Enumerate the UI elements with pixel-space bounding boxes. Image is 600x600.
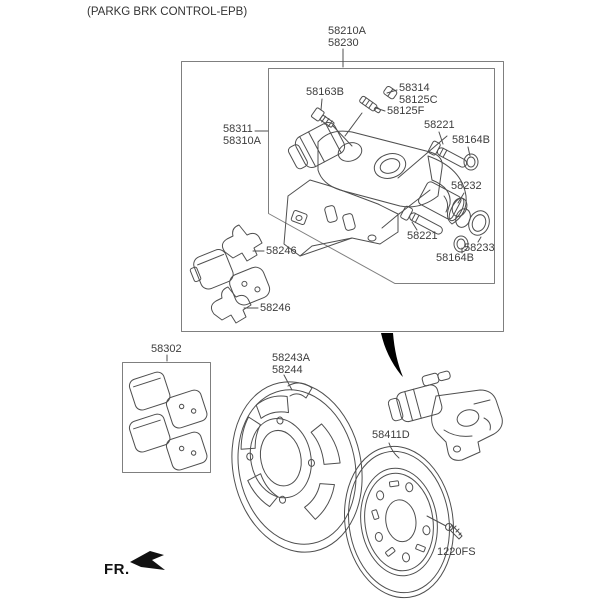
pad-kit-box <box>123 363 211 473</box>
part-58221-top: 58221 <box>424 119 455 131</box>
part-58233: 58233 <box>464 242 495 254</box>
part-1220FS: 1220FS <box>437 546 476 558</box>
disc-screw-drawing <box>446 524 463 540</box>
bleeder-screw-drawing <box>359 96 382 115</box>
bleeder-cap-drawing <box>383 85 398 99</box>
pad-spring-bottom-drawing <box>211 287 251 323</box>
guide-rod-top-drawing <box>428 140 469 170</box>
part-58246-top: 58246 <box>266 245 297 257</box>
part-58302: 58302 <box>151 343 182 355</box>
splash-shield-drawing <box>217 370 378 565</box>
part-58232: 58232 <box>451 180 482 192</box>
brake-disc-drawing <box>335 439 463 600</box>
part-58243A: 58243A <box>272 352 310 364</box>
part-58164B-bottom: 58164B <box>436 252 474 264</box>
page-title: (PARKG BRK CONTROL-EPB) <box>87 6 248 18</box>
part-58125C: 58125C <box>399 94 438 106</box>
dust-boot-drawing <box>465 208 492 238</box>
banjo-bolt-drawing <box>311 107 336 129</box>
outer-assembly-box <box>182 62 504 332</box>
installed-caliper-drawing <box>384 370 502 461</box>
part-58163B: 58163B <box>306 86 344 98</box>
part-58310A: 58310A <box>223 134 261 147</box>
inner-assembly-box <box>269 69 495 284</box>
guide-rod-bottom-drawing <box>400 206 445 238</box>
pad-kit-drawing <box>128 370 209 472</box>
bushing-bottom-drawing <box>454 236 468 252</box>
part-58311: 58311 <box>223 123 253 135</box>
part-58314: 58314 <box>399 82 430 94</box>
assembly-pointer-arrow <box>381 333 403 377</box>
bushing-top-drawing <box>464 154 478 170</box>
part-58230: 58230 <box>328 36 359 49</box>
part-58125F: 58125F <box>387 105 425 117</box>
part-58244: 58244 <box>272 363 303 376</box>
pad-left-drawing <box>187 247 236 293</box>
fr-direction-label: FR. <box>104 561 130 578</box>
pad-spring-top-drawing <box>222 225 262 261</box>
fr-direction-arrow <box>130 551 165 570</box>
part-58246-bottom: 58246 <box>260 302 291 314</box>
part-58210A: 58210A <box>328 25 366 37</box>
caliper-body-drawing <box>284 120 466 256</box>
part-58411D: 58411D <box>372 429 410 441</box>
part-58221-bottom: 58221 <box>407 230 438 242</box>
part-58164B-top: 58164B <box>452 134 490 146</box>
